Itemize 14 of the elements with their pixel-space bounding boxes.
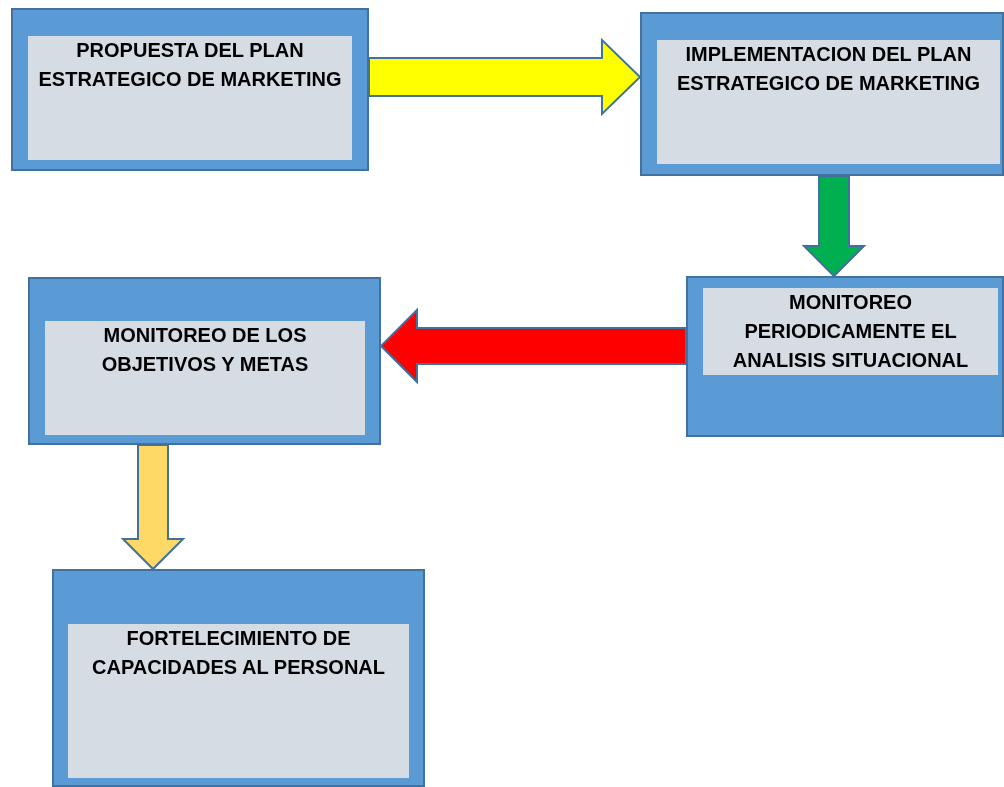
- process-box: [28, 277, 381, 445]
- box-label: FORTELECIMIENTO DE CAPACIDADES AL PERSONAL: [91, 626, 386, 680]
- block-arrow: [379, 307, 687, 385]
- process-box: [686, 276, 1004, 437]
- process-box: [11, 8, 369, 171]
- block-arrow: [801, 175, 867, 278]
- box-label: IMPLEMENTACION DEL PLAN ESTRATEGICO DE MARKETING: [676, 42, 981, 96]
- box-label: MONITOREO PERIODICAMENTE EL ANALISIS SITUACIONAL: [731, 290, 970, 373]
- block-arrow: [368, 37, 642, 117]
- box-label: MONITOREO DE LOS OBJETIVOS Y METAS: [100, 323, 310, 377]
- process-box: [640, 12, 1004, 176]
- box-label: PROPUESTA DEL PLAN ESTRATEGICO DE MARKETING: [37, 38, 343, 92]
- block-arrow: [120, 444, 186, 571]
- process-box: [52, 569, 425, 787]
